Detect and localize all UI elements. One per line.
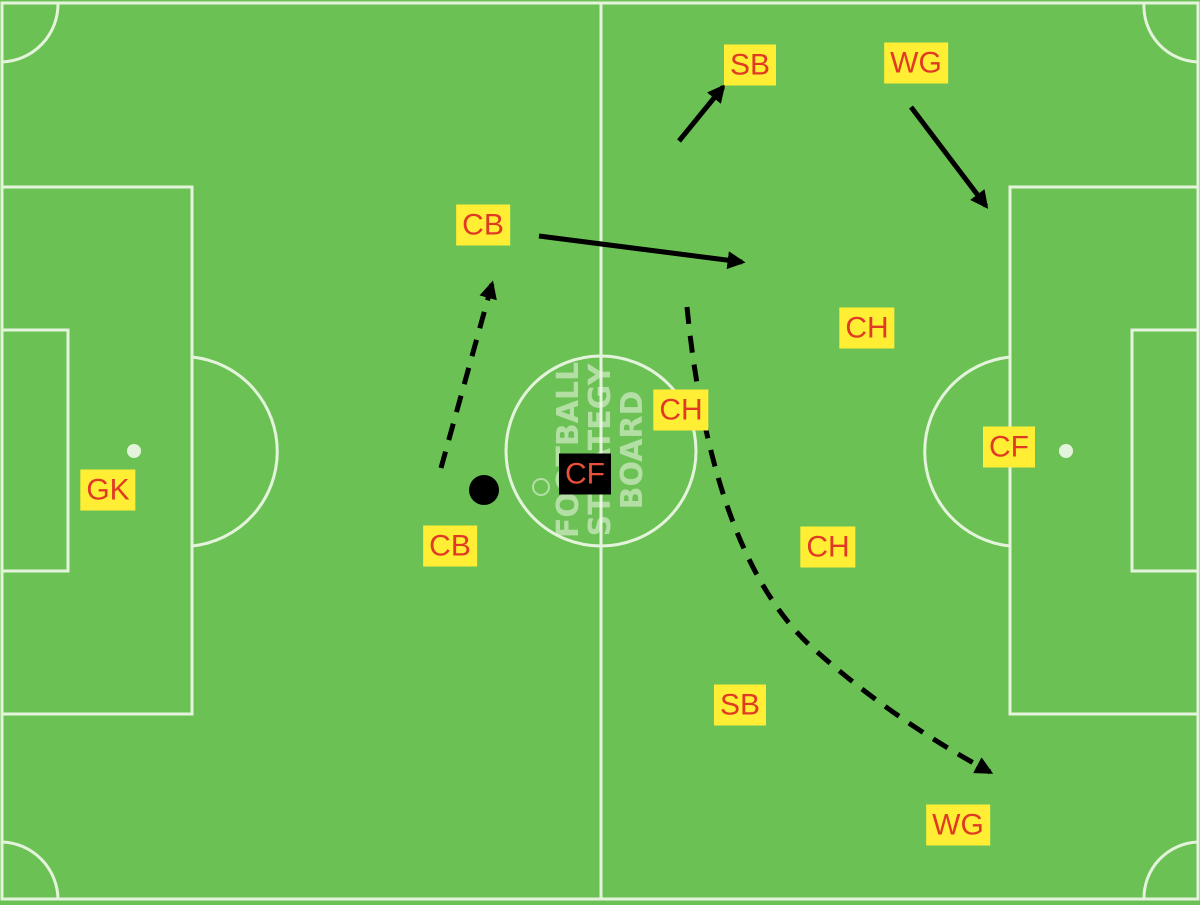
left-penalty-arc [191,355,279,548]
center-circle [504,354,698,548]
arrow-cb-bottom-run [438,280,497,469]
watermark-logo: FOOTBALL STRATEGY BOARD [532,362,650,538]
watermark-line-3: BOARD [615,391,650,510]
ball-icon [469,475,499,505]
movement-arrows [438,84,994,775]
arrow-sb-top-run [677,84,726,143]
player-sb-bottom[interactable]: SB [713,684,767,726]
corner-arc-bottom-right [1142,840,1199,900]
player-ch-bottom[interactable]: CH [800,526,856,568]
player-cb-bottom[interactable]: CB [423,525,477,567]
watermark-crown-icon [532,478,550,496]
player-wg-bottom[interactable]: WG [926,804,990,846]
right-penalty-arc [923,355,1011,548]
player-sb-top[interactable]: SB [723,44,777,86]
watermark-line-2: STRATEGY [583,362,618,536]
left-six-yard-box [0,328,70,573]
opponent-cf[interactable]: CF [559,453,611,495]
right-penalty-spot [1059,444,1073,458]
watermark-line-1: FOOTBALL [551,362,586,538]
player-gk[interactable]: GK [80,469,136,511]
right-six-yard-box [1130,328,1200,573]
left-penalty-spot [127,444,141,458]
player-ch-mid[interactable]: CH [653,389,709,431]
player-cf[interactable]: CF [983,426,1035,468]
player-ch-top[interactable]: CH [839,307,895,349]
corner-arc-top-left [1,2,60,64]
player-wg-top[interactable]: WG [884,42,948,84]
arrow-ch-run-to-wing [684,306,994,775]
corner-arc-top-right [1142,2,1199,64]
player-cb-top[interactable]: CB [456,204,510,246]
arrow-wg-top-run [909,105,989,209]
corner-arc-bottom-left [1,840,60,900]
arrow-cb-top-pass [538,233,746,270]
